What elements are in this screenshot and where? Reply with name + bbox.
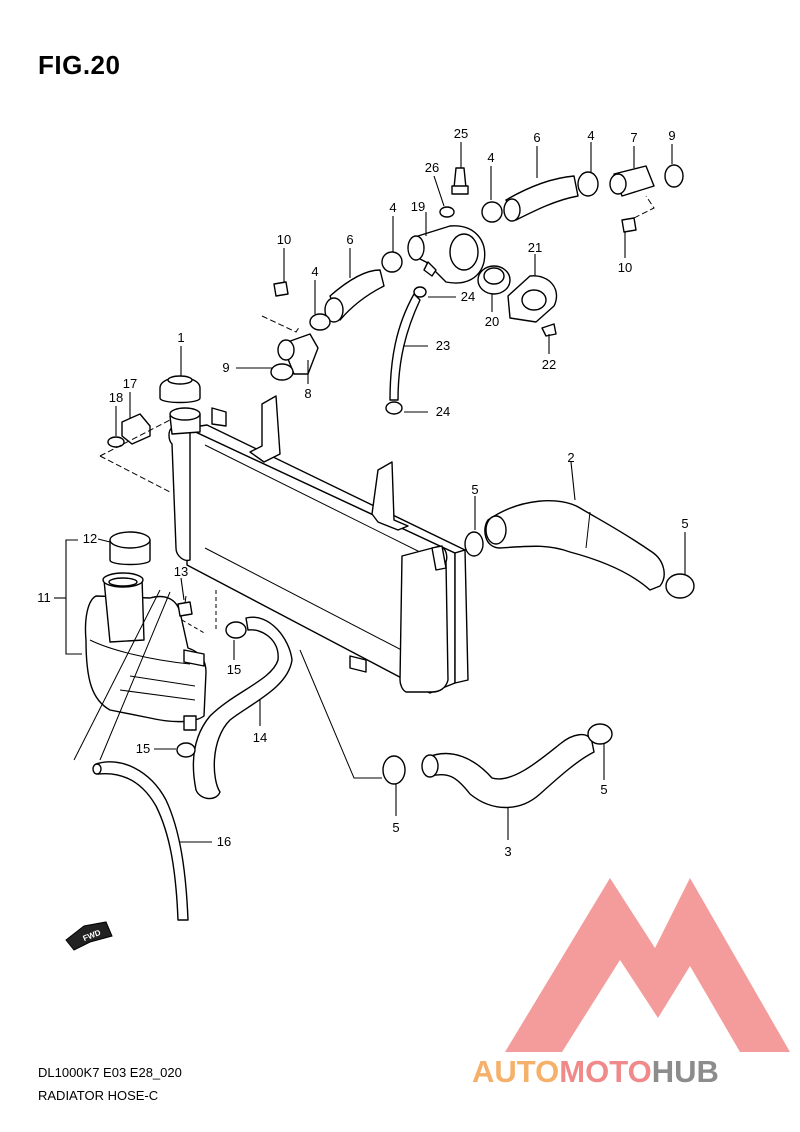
thermostat-housing bbox=[407, 225, 486, 284]
callout-15-b: 15 bbox=[136, 741, 150, 756]
callout-9-b: 9 bbox=[222, 360, 229, 375]
figure-title: FIG.20 bbox=[38, 50, 121, 80]
callout-10-a: 10 bbox=[277, 232, 291, 247]
callout-4-d: 4 bbox=[311, 264, 318, 279]
callout-5-b: 5 bbox=[681, 516, 688, 531]
fwd-arrow-badge: FWD bbox=[65, 921, 113, 951]
callout-6-a: 6 bbox=[533, 130, 540, 145]
connector-8 bbox=[277, 333, 319, 375]
callout-25: 25 bbox=[454, 126, 468, 141]
radiator-cap bbox=[159, 375, 201, 404]
callout-24-b: 24 bbox=[436, 404, 450, 419]
watermark-part-moto: MOTO bbox=[559, 1054, 651, 1089]
callout-9-a: 9 bbox=[668, 128, 675, 143]
callout-15-a: 15 bbox=[227, 662, 241, 677]
callout-26: 26 bbox=[425, 160, 439, 175]
callout-24-a: 24 bbox=[461, 289, 475, 304]
radiator bbox=[168, 395, 469, 694]
callout-22: 22 bbox=[542, 357, 556, 372]
callout-2: 2 bbox=[567, 450, 574, 465]
bolt-10b bbox=[273, 281, 289, 297]
watermark-part-hub: HUB bbox=[652, 1054, 719, 1089]
watermark-text: AUTOMOTOHUB bbox=[472, 1054, 719, 1089]
thermostat-cover bbox=[507, 275, 558, 323]
callout-3: 3 bbox=[504, 844, 511, 859]
callout-20: 20 bbox=[485, 314, 499, 329]
hose-16 bbox=[92, 761, 189, 921]
o-ring-9a bbox=[664, 164, 684, 188]
bolt-13 bbox=[177, 595, 193, 617]
callout-5-d: 5 bbox=[600, 782, 607, 797]
hose-23 bbox=[389, 293, 421, 401]
thermostat bbox=[477, 265, 511, 295]
page-caption: RADIATOR HOSE-C bbox=[38, 1088, 159, 1103]
callout-23: 23 bbox=[436, 338, 450, 353]
callout-5-a: 5 bbox=[471, 482, 478, 497]
temp-sensor bbox=[107, 413, 151, 448]
watermark-part-auto: AUTO bbox=[472, 1054, 559, 1089]
callout-17: 17 bbox=[123, 376, 137, 391]
hose-3 bbox=[421, 734, 595, 809]
bolt-22 bbox=[541, 323, 557, 337]
callout-8: 8 bbox=[304, 386, 311, 401]
callout-21: 21 bbox=[528, 240, 542, 255]
hose-2 bbox=[484, 500, 665, 591]
connector-7 bbox=[609, 165, 655, 197]
sender-25 bbox=[451, 167, 469, 195]
callout-10-b: 10 bbox=[618, 260, 632, 275]
callout-12: 12 bbox=[83, 531, 97, 546]
callout-18: 18 bbox=[109, 390, 123, 405]
o-ring-9b bbox=[270, 363, 294, 381]
callout-4-b: 4 bbox=[587, 128, 594, 143]
callout-14: 14 bbox=[253, 730, 267, 745]
reservoir-cap bbox=[109, 531, 151, 566]
hose-clamps bbox=[176, 171, 695, 785]
hose-6-middle bbox=[324, 269, 385, 323]
callout-6-b: 6 bbox=[346, 232, 353, 247]
callout-1: 1 bbox=[177, 330, 184, 345]
hose-6-upper bbox=[503, 175, 579, 222]
reservoir-tank bbox=[84, 572, 207, 731]
callout-4-c: 4 bbox=[389, 200, 396, 215]
model-code: DL1000K7 E03 E28_020 bbox=[38, 1065, 182, 1080]
assembly-guides bbox=[73, 195, 655, 779]
bolt-10a bbox=[621, 217, 637, 233]
callout-4-a: 4 bbox=[487, 150, 494, 165]
callout-11: 11 bbox=[37, 590, 51, 605]
callout-19: 19 bbox=[411, 199, 425, 214]
washer-26 bbox=[439, 206, 455, 218]
callouts: 25 26 4 6 4 7 9 19 4 10 6 21 10 4 24 20 … bbox=[37, 126, 688, 859]
callout-16: 16 bbox=[217, 834, 231, 849]
callout-7: 7 bbox=[630, 130, 637, 145]
callout-5-c: 5 bbox=[392, 820, 399, 835]
callout-13: 13 bbox=[174, 564, 188, 579]
watermark-logo bbox=[505, 878, 790, 1052]
hose-14 bbox=[192, 616, 293, 800]
